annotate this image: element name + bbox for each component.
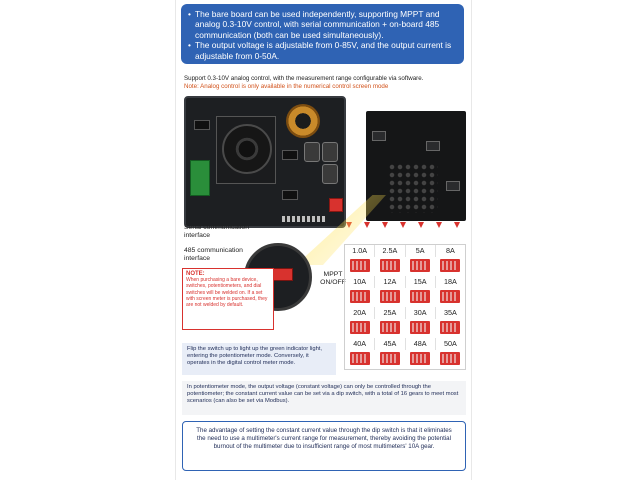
banner-bullet-2: • The output voltage is adjustable from …: [188, 40, 457, 61]
dip-label-row: 40A 45A 48A 50A: [345, 338, 465, 350]
chip-icon: [426, 141, 440, 151]
arrow-down-icon: [364, 222, 370, 228]
current-value-label: 45A: [375, 338, 406, 350]
dip-switch-icon: [380, 320, 400, 334]
current-value-label: 2.5A: [375, 245, 406, 257]
analog-control-caption: Support 0.3-10V analog control, with the…: [184, 75, 469, 91]
current-value-label: 5A: [406, 245, 436, 257]
chip-icon: [282, 190, 298, 200]
product-infographic: • The bare board can be used independent…: [175, 0, 472, 480]
dip-switch-row: [345, 319, 465, 335]
arrow-down-icon: [418, 222, 424, 228]
dip-switch-icon: [329, 198, 343, 212]
note-title: NOTE:: [186, 271, 205, 277]
control-module-image: [366, 111, 466, 221]
serial-interface-label: Serial communication interface: [184, 224, 249, 239]
dip-switch-icon: [410, 351, 430, 365]
potentiometer-mode-text: In potentiometer mode, the output voltag…: [182, 381, 466, 415]
analog-support-text: Support 0.3-10V analog control, with the…: [184, 75, 424, 82]
dip-advantage-text: The advantage of setting the constant cu…: [182, 421, 466, 471]
current-value-label: 50A: [443, 339, 457, 348]
dip-switch-icon: [440, 351, 460, 365]
banner-text-1: The bare board can be used independently…: [195, 9, 440, 40]
dip-switch-icon: [350, 351, 370, 365]
note-text: When purchasing a bare device, switches,…: [186, 277, 268, 309]
bullet-icon: •: [188, 9, 191, 19]
pad-grid: [388, 163, 438, 213]
chip-icon: [194, 120, 210, 130]
current-value-label: 18A: [443, 277, 457, 286]
arrow-down-icon: [436, 222, 442, 228]
dip-switch-row: [345, 288, 465, 304]
arrow-down-icon: [454, 222, 460, 228]
current-value-label: 48A: [406, 338, 436, 350]
arrow-down-icon: [400, 222, 406, 228]
feature-banner: • The bare board can be used independent…: [181, 4, 464, 64]
capacitor-icon: [322, 142, 338, 162]
current-value-label: 8A: [445, 246, 455, 255]
dip-switch-row: [345, 257, 465, 273]
dip-label-row: 10A 12A 15A 18A: [345, 276, 465, 288]
green-terminal: [190, 160, 210, 196]
rs485-interface-label: 485 communication interface: [184, 247, 243, 262]
dip-switch-icon: [350, 258, 370, 272]
mppt-switch-label: MPPT ON/OFF: [320, 271, 346, 286]
dip-switch-icon: [410, 258, 430, 272]
cooling-fan-icon: [222, 124, 272, 174]
dip-switch-icon: [440, 258, 460, 272]
current-value-label: 1.0A: [345, 245, 376, 257]
capacitor-icon: [304, 142, 320, 162]
dip-switch-icon: [380, 258, 400, 272]
current-value-label: 40A: [345, 338, 376, 350]
current-value-label: 35A: [443, 308, 457, 317]
current-value-label: 20A: [345, 307, 376, 319]
pointer-arrows: [346, 222, 471, 228]
pin-header: [282, 216, 326, 222]
current-value-label: 12A: [375, 276, 406, 288]
dip-switch-row: [345, 350, 465, 366]
dip-label-row: 20A 25A 30A 35A: [345, 307, 465, 319]
dip-switch-icon: [410, 289, 430, 303]
main-board-image: [184, 96, 346, 228]
note-box: NOTE: When purchasing a bare device, swi…: [182, 268, 274, 330]
chip-icon: [446, 181, 460, 191]
dip-switch-icon: [440, 320, 460, 334]
dip-label-row: 1.0A 2.5A 5A 8A: [345, 245, 465, 257]
bullet-icon: •: [188, 40, 191, 51]
current-value-label: 10A: [345, 276, 376, 288]
dip-switch-icon: [380, 351, 400, 365]
inductor-coil-icon: [286, 104, 320, 138]
banner-text-2: The output voltage is adjustable from 0-…: [195, 40, 452, 61]
dip-switch-icon: [350, 320, 370, 334]
capacitor-icon: [322, 164, 338, 184]
current-value-label: 25A: [375, 307, 406, 319]
arrow-down-icon: [382, 222, 388, 228]
current-value-label: 15A: [406, 276, 436, 288]
flip-switch-instructions: Flip the switch up to light up the green…: [182, 343, 336, 375]
analog-note-text: Note: Analog control is only available i…: [184, 83, 389, 90]
chip-icon: [282, 150, 298, 160]
banner-bullet-1: • The bare board can be used independent…: [188, 9, 457, 40]
dip-switch-icon: [380, 289, 400, 303]
dip-switch-icon: [350, 289, 370, 303]
dip-switch-current-table: 1.0A 2.5A 5A 8A 10A 12A 15A 18A 20A 25A …: [344, 244, 466, 370]
dip-switch-icon: [440, 289, 460, 303]
dip-switch-icon: [410, 320, 430, 334]
current-value-label: 30A: [406, 307, 436, 319]
chip-icon: [372, 131, 386, 141]
